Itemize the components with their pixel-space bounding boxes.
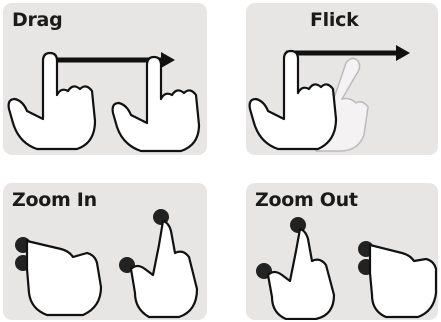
- flick-gesture-tile: Flick: [246, 3, 438, 155]
- zoom-out-gesture-icon: [246, 183, 438, 320]
- zoom-out-gesture-tile: Zoom Out: [246, 183, 438, 320]
- drag-gesture-icon: [3, 3, 207, 155]
- zoom-in-gesture-tile: Zoom In: [3, 183, 207, 320]
- flick-gesture-icon: [246, 3, 438, 155]
- drag-gesture-tile: Drag: [3, 3, 207, 155]
- zoom-in-gesture-icon: [3, 183, 207, 320]
